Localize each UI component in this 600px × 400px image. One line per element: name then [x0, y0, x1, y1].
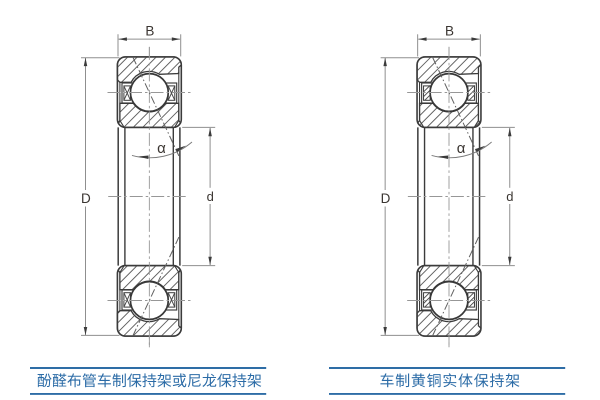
svg-text:α: α [457, 140, 466, 157]
svg-text:d: d [207, 189, 214, 204]
svg-text:d: d [506, 189, 513, 204]
svg-text:D: D [381, 191, 391, 206]
svg-text:α: α [157, 140, 166, 157]
svg-text:B: B [445, 24, 454, 39]
svg-text:D: D [81, 191, 91, 206]
svg-text:B: B [145, 24, 154, 39]
